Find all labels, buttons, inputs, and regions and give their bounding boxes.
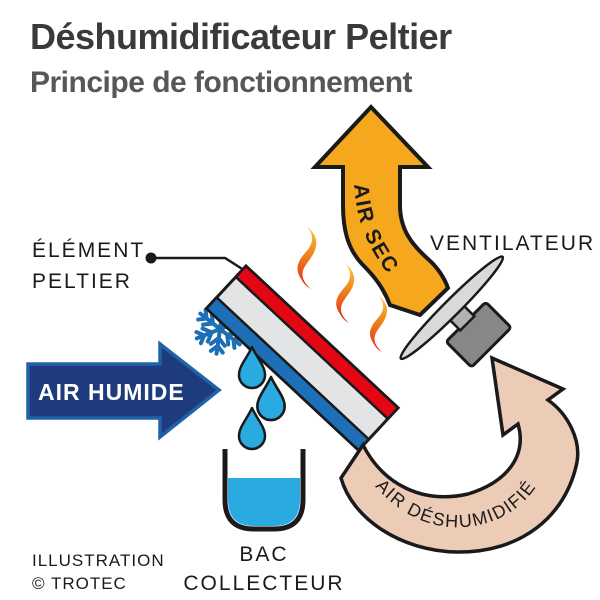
fan-icon (399, 255, 512, 368)
credit-line1: ILLUSTRATION (32, 551, 165, 570)
page-subtitle: Principe de fonctionnement (30, 66, 413, 99)
callout-line (156, 256, 248, 274)
tank-label-line1: BAC (239, 543, 288, 566)
collector-tank-icon (222, 449, 306, 532)
hot-side-stripe (234, 264, 400, 421)
peltier-element-label-line1: ÉLÉMENT (32, 239, 145, 262)
tank-water (228, 478, 300, 526)
dehumidified-air-arrow-shape (339, 355, 580, 554)
peltier-element-label-line2: PELTIER (32, 270, 132, 293)
ventilator-label: VENTILATEUR (430, 232, 595, 255)
credit-line2: © TROTEC (32, 574, 127, 593)
dry-air-arrow-shape (310, 104, 451, 318)
peltier-element-bar (204, 263, 401, 453)
tank-outline (222, 449, 306, 532)
page-title: Déshumidificateur Peltier (30, 16, 452, 57)
humid-air-arrow-label: AIR HUMIDE (38, 379, 185, 405)
fan-blade (399, 255, 505, 361)
humid-air-arrow: AIR HUMIDE (26, 340, 222, 441)
callout-dot (145, 252, 157, 264)
tank-label-line2: COLLECTEUR (183, 572, 344, 595)
dry-air-arrow: AIR SEC (310, 104, 451, 318)
humid-air-arrow-shape (26, 340, 222, 441)
